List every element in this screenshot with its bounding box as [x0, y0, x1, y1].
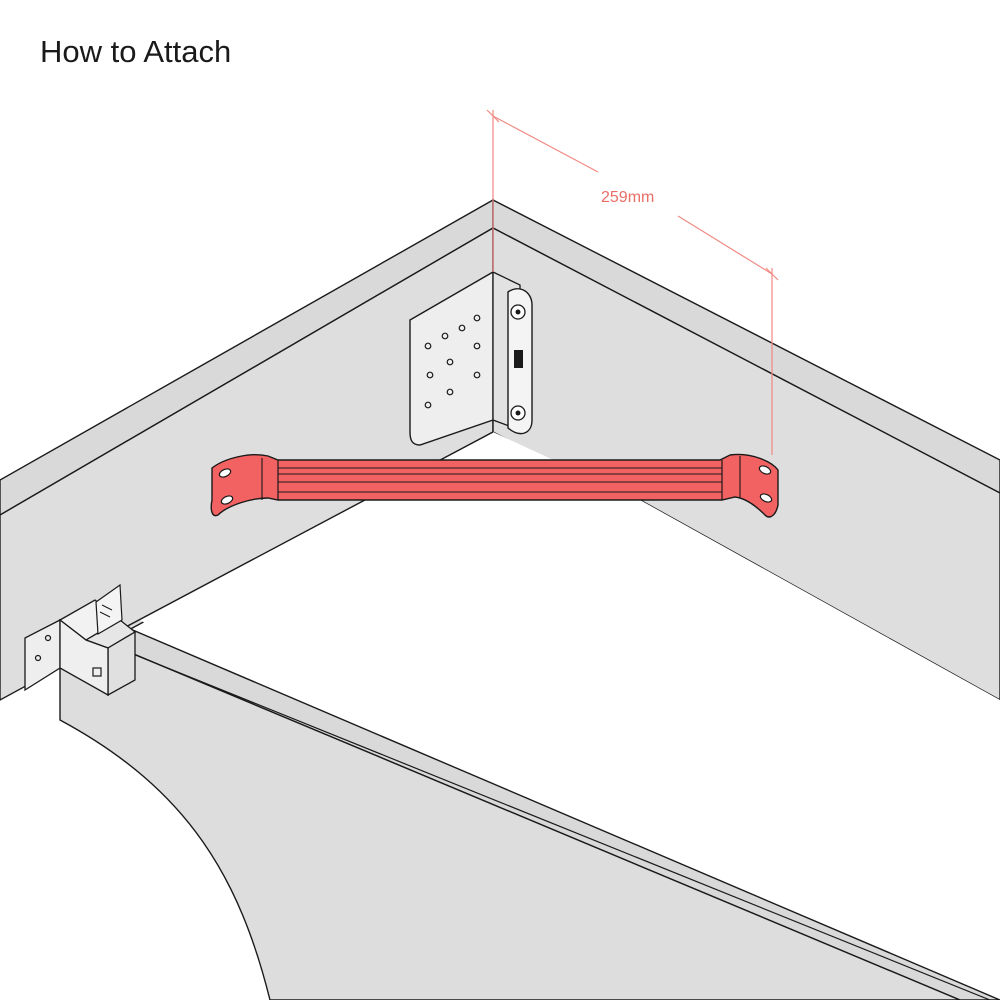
corner-bracket-icon	[409, 270, 533, 446]
dimension-line-b	[677, 215, 773, 275]
dimension-line-a	[492, 115, 599, 173]
dimension-annotation: 259mm	[486, 109, 779, 455]
frame-opening	[140, 432, 1000, 1000]
dimension-label: 259mm	[601, 189, 654, 206]
support-brace-icon	[210, 453, 779, 518]
front-rail-leg-face	[59, 639, 961, 1000]
brace-body	[210, 453, 779, 518]
end-bracket-icon	[24, 583, 137, 697]
front-rail-edge-line	[117, 647, 991, 1000]
page-title: How to Attach	[40, 34, 232, 69]
